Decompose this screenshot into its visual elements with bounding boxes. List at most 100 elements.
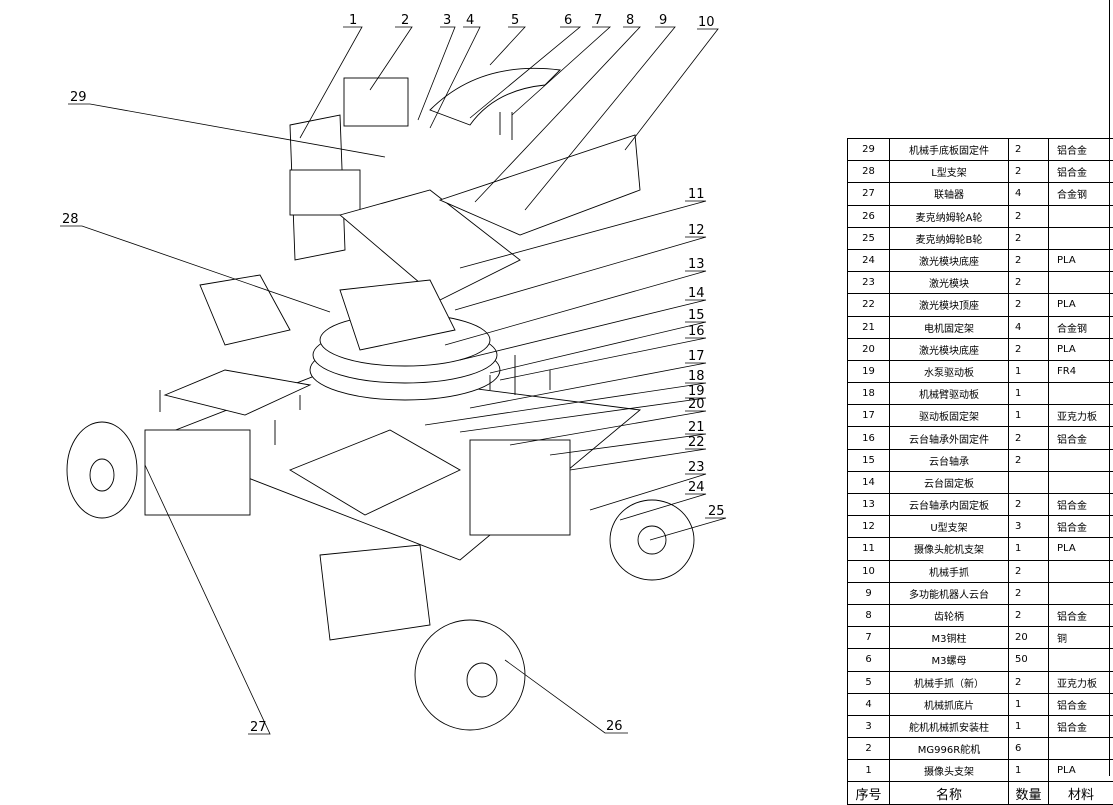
bom-header-row: 序号名称数量材料	[848, 782, 1113, 805]
gripper-claw-upper	[430, 68, 560, 125]
bom-name-cell: L型支架	[890, 161, 1009, 183]
callout-7: 7	[594, 13, 602, 28]
callout-28: 28	[62, 212, 79, 227]
bom-name-cell: M3螺母	[890, 649, 1009, 671]
bom-name-cell: M3铜柱	[890, 627, 1009, 649]
bom-qty-cell: 2	[1009, 494, 1049, 516]
bom-material-cell: 亚克力板	[1049, 405, 1113, 427]
bom-number-cell: 27	[848, 183, 890, 205]
bom-name-cell: 摄像头支架	[890, 760, 1009, 782]
callout-29: 29	[70, 90, 87, 105]
bom-qty-cell: 2	[1009, 582, 1049, 604]
callout-18: 18	[688, 369, 705, 384]
gripper-claw-lower	[440, 135, 640, 235]
callout-8: 8	[626, 13, 634, 28]
bom-material-cell: 铝合金	[1049, 161, 1113, 183]
callout-10: 10	[698, 15, 715, 30]
bom-name-cell: 齿轮柄	[890, 604, 1009, 626]
callout-11: 11	[688, 187, 705, 202]
bom-name-cell: 云台轴承内固定板	[890, 494, 1009, 516]
bom-number-cell: 25	[848, 227, 890, 249]
bom-name-cell: 驱动板固定架	[890, 405, 1009, 427]
bom-number-cell: 18	[848, 383, 890, 405]
bom-name-cell: 激光模块顶座	[890, 294, 1009, 316]
bom-number-cell: 21	[848, 316, 890, 338]
bom-number-cell: 6	[848, 649, 890, 671]
bom-material-cell: 铝合金	[1049, 139, 1113, 161]
bom-name-cell: 麦克纳姆轮B轮	[890, 227, 1009, 249]
bom-material-cell: PLA	[1049, 760, 1113, 782]
bom-material-cell: PLA	[1049, 338, 1113, 360]
bom-qty-cell: 2	[1009, 161, 1049, 183]
bom-material-cell: 铝合金	[1049, 427, 1113, 449]
bom-qty-cell: 4	[1009, 316, 1049, 338]
bom-name-cell: 机械抓底片	[890, 693, 1009, 715]
servo-lower	[200, 275, 290, 345]
bom-number-cell: 5	[848, 671, 890, 693]
bom-name-cell: 激光模块底座	[890, 249, 1009, 271]
callout-5: 5	[511, 13, 519, 28]
bom-qty-cell: 20	[1009, 627, 1049, 649]
bom-material-cell	[1049, 205, 1113, 227]
bom-number-cell: 24	[848, 249, 890, 271]
bom-header-qty: 数量	[1009, 782, 1049, 805]
bom-material-cell: PLA	[1049, 249, 1113, 271]
bom-qty-cell: 2	[1009, 604, 1049, 626]
bom-number-cell: 12	[848, 516, 890, 538]
bom-material-cell	[1049, 383, 1113, 405]
bom-qty-cell	[1009, 471, 1049, 493]
servo-top	[344, 78, 408, 126]
callout-24: 24	[688, 480, 705, 495]
bom-qty-cell: 4	[1009, 183, 1049, 205]
bom-material-cell: 合金钢	[1049, 183, 1113, 205]
bom-number-cell: 13	[848, 494, 890, 516]
callout-13: 13	[688, 257, 705, 272]
callout-20: 20	[688, 397, 705, 412]
bom-number-cell: 8	[848, 604, 890, 626]
bom-qty-cell: 2	[1009, 671, 1049, 693]
bom-number-cell: 20	[848, 338, 890, 360]
bom-qty-cell: 50	[1009, 649, 1049, 671]
bom-qty-cell: 2	[1009, 294, 1049, 316]
callout-17: 17	[688, 349, 705, 364]
bom-qty-cell: 2	[1009, 338, 1049, 360]
mecanum-wheel-left	[67, 422, 137, 518]
callout-1: 1	[349, 13, 357, 28]
bom-name-cell: 电机固定架	[890, 316, 1009, 338]
bom-qty-cell: 2	[1009, 427, 1049, 449]
bom-qty-cell: 1	[1009, 760, 1049, 782]
bom-material-cell: 铝合金	[1049, 715, 1113, 737]
bom-name-cell: 麦克纳姆轮A轮	[890, 205, 1009, 227]
bom-number-cell: 11	[848, 538, 890, 560]
bom-material-cell	[1049, 560, 1113, 582]
callout-22: 22	[688, 435, 705, 450]
bom-qty-cell: 6	[1009, 738, 1049, 760]
bom-header-name: 名称	[890, 782, 1009, 805]
bom-material-cell	[1049, 449, 1113, 471]
bom-name-cell: 水泵驱动板	[890, 360, 1009, 382]
bom-material-cell: PLA	[1049, 294, 1113, 316]
bom-number-cell: 16	[848, 427, 890, 449]
bom-number-cell: 15	[848, 449, 890, 471]
callout-26: 26	[606, 719, 623, 734]
callout-3: 3	[443, 13, 451, 28]
callout-16: 16	[688, 324, 705, 339]
bom-qty-cell: 2	[1009, 227, 1049, 249]
